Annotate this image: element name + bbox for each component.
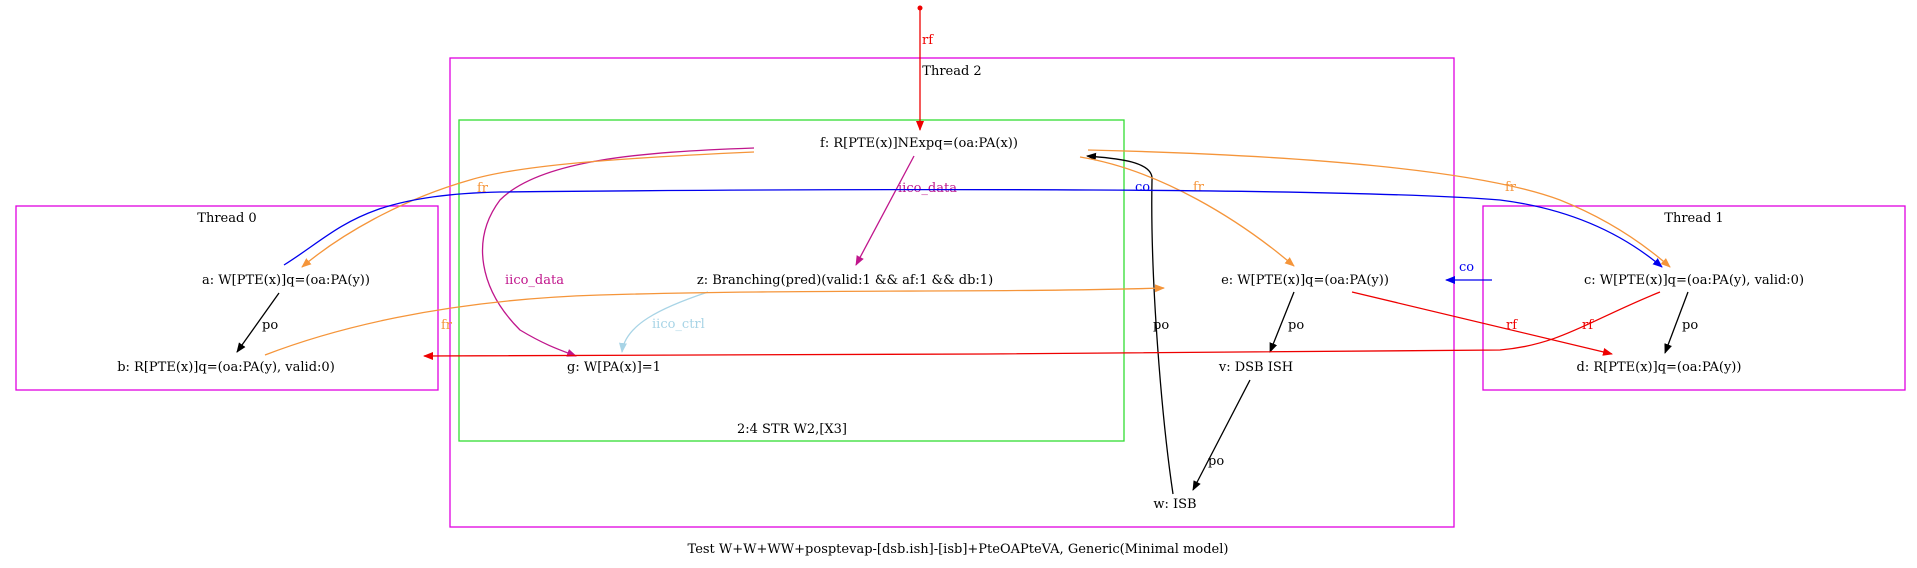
node-a: a: W[PTE(x)]q=(oa:PA(y)) — [202, 273, 370, 288]
edge-label-rf-init: rf — [922, 33, 934, 48]
edge-po-v-w: po — [1192, 379, 1251, 491]
edge-fr-f-e: fr — [1079, 156, 1295, 267]
thread0-cluster — [15, 205, 439, 391]
thread2-title: Thread 2 — [922, 64, 981, 79]
edge-co-a-c: co — [283, 180, 1663, 268]
thread1-cluster — [1482, 205, 1906, 391]
edge-fr-f-c: fr — [1087, 149, 1671, 268]
edge-fr-b-e: fr — [264, 284, 1165, 356]
edge-iico-data-f-g: iico_data — [481, 147, 755, 357]
thread1-title: Thread 1 — [1664, 211, 1723, 226]
edge-po-c-d: po — [1664, 291, 1698, 354]
initial-state-dot — [917, 5, 923, 11]
node-z: z: Branching(pred)(valid:1 && af:1 && db… — [697, 273, 993, 288]
thread2-cluster — [449, 57, 1455, 528]
edge-iico-ctrl-z-g: iico_ctrl — [619, 291, 709, 353]
edge-label-po-ab: po — [262, 318, 278, 333]
node-f: f: R[PTE(x)]NExpq=(oa:PA(x)) — [820, 136, 1018, 151]
edge-po-w-f: po — [1086, 152, 1174, 495]
node-d: d: R[PTE(x)]q=(oa:PA(y)) — [1577, 360, 1742, 375]
edge-label-fr-fc: fr — [1505, 180, 1517, 195]
edge-label-co-ac: co — [1135, 180, 1150, 195]
instr-cluster — [458, 119, 1125, 442]
edge-label-fr-fe: fr — [1193, 180, 1205, 195]
edge-label-rf-cb: rf — [1582, 318, 1594, 333]
edge-label-iico-ctrl: iico_ctrl — [652, 317, 705, 332]
edge-label-po-cd: po — [1682, 318, 1698, 333]
thread0-title: Thread 0 — [197, 211, 256, 226]
edge-fr-f-a: fr — [301, 151, 755, 268]
edge-label-iico-data-fg: iico_data — [505, 273, 564, 288]
edge-label-fr-fa: fr — [477, 181, 489, 196]
edge-po-e-v: po — [1269, 291, 1304, 353]
node-g: g: W[PA(x)]=1 — [567, 360, 661, 375]
node-v: v: DSB ISH — [1218, 360, 1293, 375]
edge-label-iico-data-fz: iico_data — [898, 181, 957, 196]
edge-rf-c-b: rf — [423, 291, 1661, 360]
edge-label-po-vw: po — [1208, 454, 1224, 469]
node-e: e: W[PTE(x)]q=(oa:PA(y)) — [1221, 273, 1389, 288]
edge-label-fr-be: fr — [441, 318, 453, 333]
node-c: c: W[PTE(x)]q=(oa:PA(y), valid:0) — [1584, 273, 1804, 288]
node-w: w: ISB — [1153, 497, 1196, 512]
edge-label-co-ce: co — [1459, 260, 1474, 275]
edge-po-a-b: po — [236, 292, 280, 353]
diagram-caption: Test W+W+WW+posptevap-[dsb.ish]-[isb]+Pt… — [688, 542, 1229, 557]
instr-title: 2:4 STR W2,[X3] — [737, 422, 847, 437]
edge-rf-e-d: rf — [1351, 291, 1613, 356]
edge-label-rf-ed: rf — [1506, 318, 1518, 333]
edge-label-po-wf: po — [1153, 318, 1169, 333]
node-b: b: R[PTE(x)]q=(oa:PA(y), valid:0) — [117, 360, 335, 375]
edge-rf-init-f: rf — [916, 5, 934, 131]
edge-label-po-ev: po — [1288, 318, 1304, 333]
edge-co-c-e: co — [1445, 260, 1492, 284]
edge-iico-data-f-z: iico_data — [855, 155, 957, 266]
